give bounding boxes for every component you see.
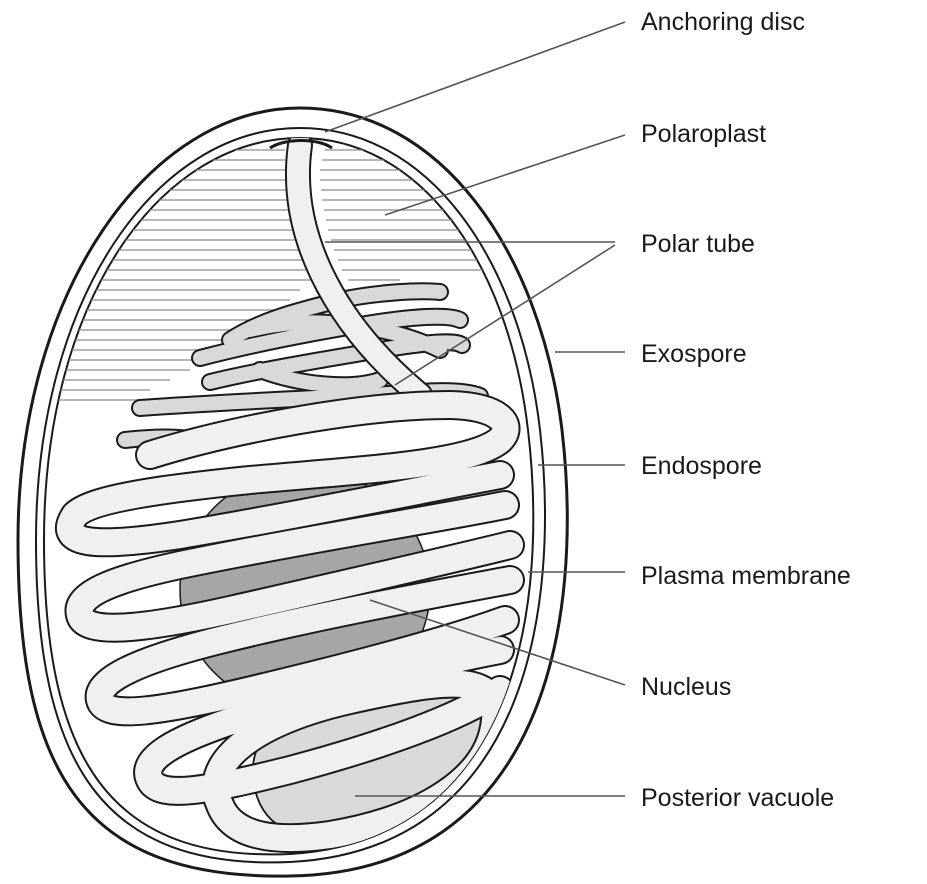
- label-anchoring-disc: Anchoring disc: [641, 8, 805, 36]
- label-exospore: Exospore: [641, 340, 747, 368]
- label-posterior-vacuole: Posterior vacuole: [641, 784, 834, 812]
- label-polar-tube: Polar tube: [641, 230, 755, 258]
- label-polaroplast: Polaroplast: [641, 120, 766, 148]
- labels: Anchoring disc Polaroplast Polar tube Ex…: [641, 8, 851, 812]
- label-endospore: Endospore: [641, 452, 762, 480]
- leader-anchoring-disc: [325, 22, 625, 132]
- label-nucleus: Nucleus: [641, 673, 731, 701]
- label-plasma-membrane: Plasma membrane: [641, 562, 851, 590]
